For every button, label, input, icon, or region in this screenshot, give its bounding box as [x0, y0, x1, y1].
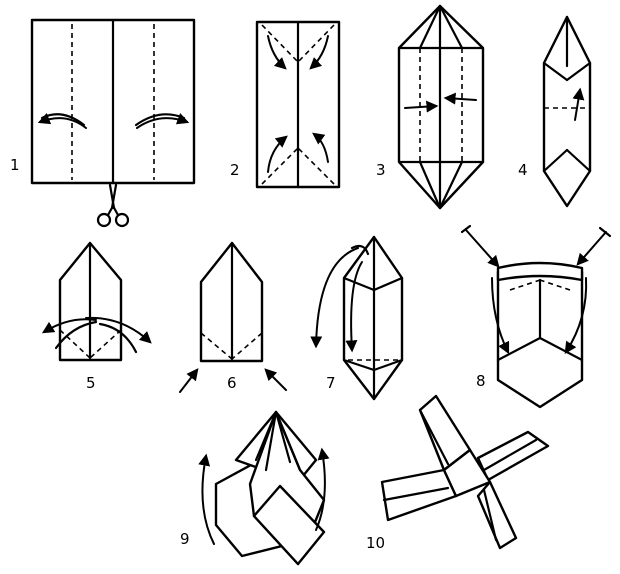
step-number-8: 8	[476, 372, 486, 390]
step-number-6: 6	[227, 374, 237, 392]
step-number-3: 3	[376, 161, 386, 179]
fold-arrow-icon	[198, 453, 215, 545]
fold-arrow-icon	[572, 87, 585, 121]
step-4-figure: 4	[518, 15, 592, 208]
fold-arrow-icon	[41, 318, 97, 334]
step-5-figure: 5	[41, 241, 152, 392]
step-3-figure: 3	[376, 4, 485, 210]
fold-arrow-icon	[85, 316, 152, 344]
fold-arrow-icon	[443, 92, 477, 105]
step-7-figure: 7	[310, 235, 404, 401]
step-number-7: 7	[326, 374, 336, 392]
step-2-figure: 2	[230, 20, 341, 189]
step-1-figure: 1	[10, 18, 196, 228]
fold-arrow-icon	[37, 112, 87, 129]
fold-arrow-icon	[312, 132, 329, 163]
step-number-2: 2	[230, 161, 240, 179]
fold-arrow-icon	[491, 277, 510, 355]
step-number-5: 5	[86, 374, 96, 392]
step-number-10: 10	[366, 534, 385, 552]
fold-arrow-icon	[179, 368, 199, 393]
fold-arrow-icon	[264, 368, 287, 391]
fold-arrow-icon	[267, 35, 287, 70]
step-6-figure: 6	[179, 241, 287, 393]
scissors-icon	[96, 183, 130, 228]
fold-arrow-icon	[465, 229, 500, 268]
fold-arrow-icon	[310, 247, 359, 349]
step-10-figure: 10	[366, 394, 550, 552]
fold-arrow-icon	[564, 277, 588, 355]
fold-arrow-icon	[345, 261, 363, 353]
step-8-figure: 8	[460, 224, 612, 409]
step-number-1: 1	[10, 156, 20, 174]
step-number-9: 9	[180, 530, 190, 548]
fold-arrow-icon	[136, 113, 190, 129]
fold-arrow-icon	[309, 35, 329, 70]
fold-arrow-icon	[267, 135, 288, 173]
fold-arrow-icon	[576, 231, 607, 266]
step-number-4: 4	[518, 161, 528, 179]
fold-arrow-icon	[404, 100, 439, 113]
step-9-figure: 9	[180, 410, 330, 566]
fold-arrow-icon	[315, 447, 330, 531]
